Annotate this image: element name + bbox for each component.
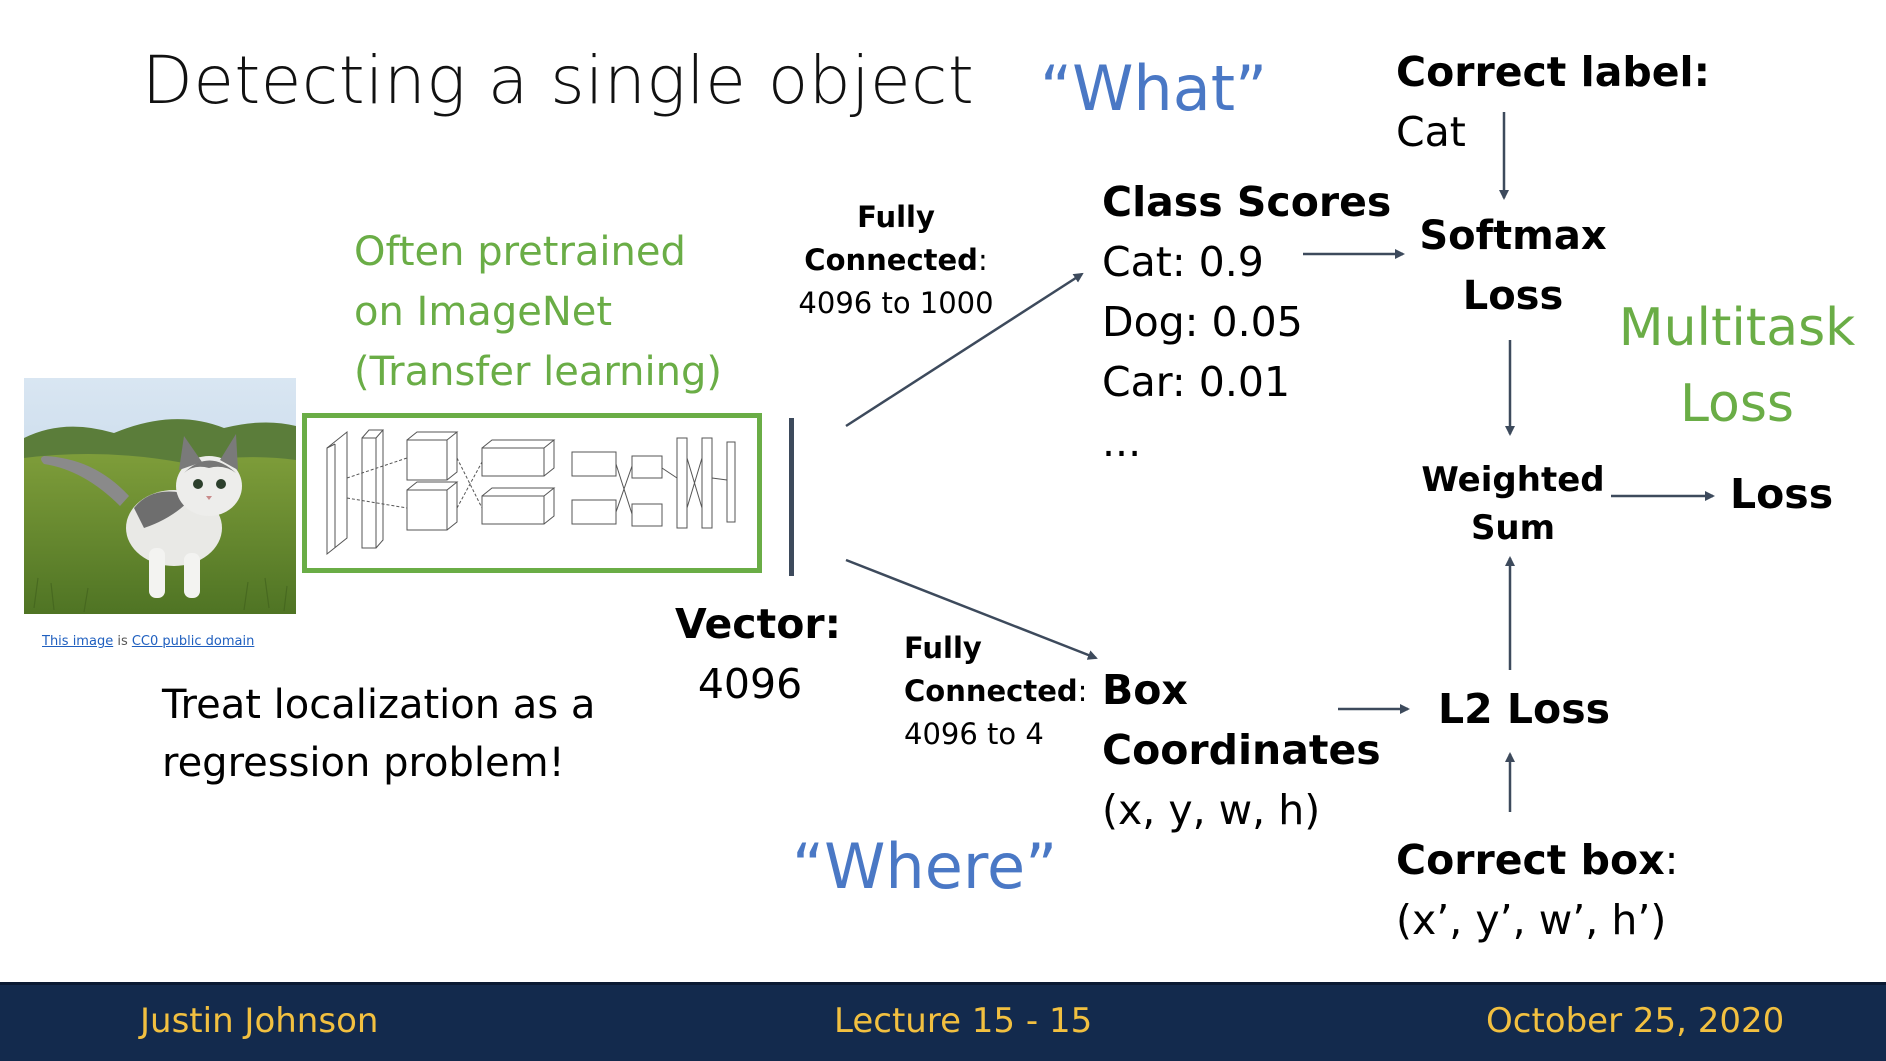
credit-mid: is <box>113 634 132 649</box>
class-score-item: Car: 0.01 <box>1102 358 1291 406</box>
correct-box-title: Correct box <box>1396 836 1665 884</box>
weighted-line1: Weighted <box>1421 460 1605 500</box>
slide-title: Detecting a single object <box>142 42 975 119</box>
class-scores-title: Class Scores <box>1102 178 1392 226</box>
correct-box-colon: : <box>1664 836 1679 884</box>
where-label: “Where” <box>792 830 1058 903</box>
multitask-line1: Multitask <box>1618 298 1856 358</box>
arrow-fc-bottom <box>845 558 1098 660</box>
credit-link-license[interactable]: CC0 public domain <box>131 634 255 649</box>
cnn-backbone-box <box>302 413 762 573</box>
box-title-line2: Coordinates <box>1102 726 1381 774</box>
pretrained-note: Often pretrained on ImageNet (Transfer l… <box>354 229 722 395</box>
cat-photo <box>24 378 296 614</box>
footer-date: October 25, 2020 <box>1486 1001 1785 1041</box>
fc-bottom-line1: Fully <box>904 631 982 665</box>
class-score-item: Cat: 0.9 <box>1102 238 1264 286</box>
softmax-line2: Loss <box>1462 273 1564 319</box>
correct-label: Correct label: Cat <box>1396 42 1710 162</box>
fc-bottom-line2: Connected <box>904 674 1078 708</box>
footer-bar: Justin Johnson Lecture 15 - 15 October 2… <box>0 982 1886 1061</box>
fc-bottom-size: 4096 to 4 <box>904 717 1044 751</box>
fc-top-label: Fully Connected: 4096 to 1000 <box>796 196 996 325</box>
multitask-line2: Loss <box>1679 374 1795 434</box>
box-vars: (x, y, w, h) <box>1102 786 1321 834</box>
class-score-item: Dog: 0.05 <box>1102 298 1303 346</box>
fc-top-line2: Connected <box>804 243 978 277</box>
total-loss: Loss <box>1730 470 1834 518</box>
weighted-line2: Sum <box>1470 508 1556 548</box>
softmax-loss: Softmax Loss <box>1408 206 1618 326</box>
treat-note: Treat localization as a regression probl… <box>162 682 596 786</box>
arrow-fc-top <box>845 272 1084 428</box>
class-score-item: ... <box>1102 418 1142 466</box>
footer-lecture: Lecture 15 - 15 <box>834 1001 1093 1041</box>
correct-box-value: (x’, y’, w’, h’) <box>1396 896 1667 944</box>
l2-loss: L2 Loss <box>1438 685 1611 733</box>
box-title-line1: Box <box>1102 666 1188 714</box>
class-scores: Class Scores Cat: 0.9 Dog: 0.05 Car: 0.0… <box>1102 172 1391 472</box>
vector-size: 4096 <box>697 660 803 708</box>
fc-bottom-label: Fully Connected: 4096 to 4 <box>904 627 1087 756</box>
credit-link-image[interactable]: This image <box>42 634 114 649</box>
correct-box: Correct box: (x’, y’, w’, h’) <box>1396 830 1678 950</box>
weighted-sum: Weighted Sum <box>1408 456 1618 552</box>
fc-top-colon: : <box>977 243 988 277</box>
vector-title: Vector: <box>675 600 841 648</box>
vector-label: Vector: 4096 <box>675 594 841 714</box>
correct-label-value: Cat <box>1396 108 1466 156</box>
softmax-line1: Softmax <box>1419 213 1607 259</box>
fc-bottom-colon: : <box>1077 674 1088 708</box>
footer-author: Justin Johnson <box>140 1001 379 1041</box>
multitask-loss-label: Multitask Loss <box>1612 290 1862 442</box>
correct-label-title: Correct label: <box>1396 48 1711 96</box>
fc-top-line1: Fully <box>857 200 935 234</box>
cnn-architecture-figure <box>326 429 736 556</box>
what-label: “What” <box>1040 52 1268 125</box>
image-credit: This image is CC0 public domain <box>42 634 254 649</box>
box-coordinates: Box Coordinates (x, y, w, h) <box>1102 660 1381 840</box>
vector-bar <box>789 418 794 576</box>
fc-top-size: 4096 to 1000 <box>798 286 994 320</box>
